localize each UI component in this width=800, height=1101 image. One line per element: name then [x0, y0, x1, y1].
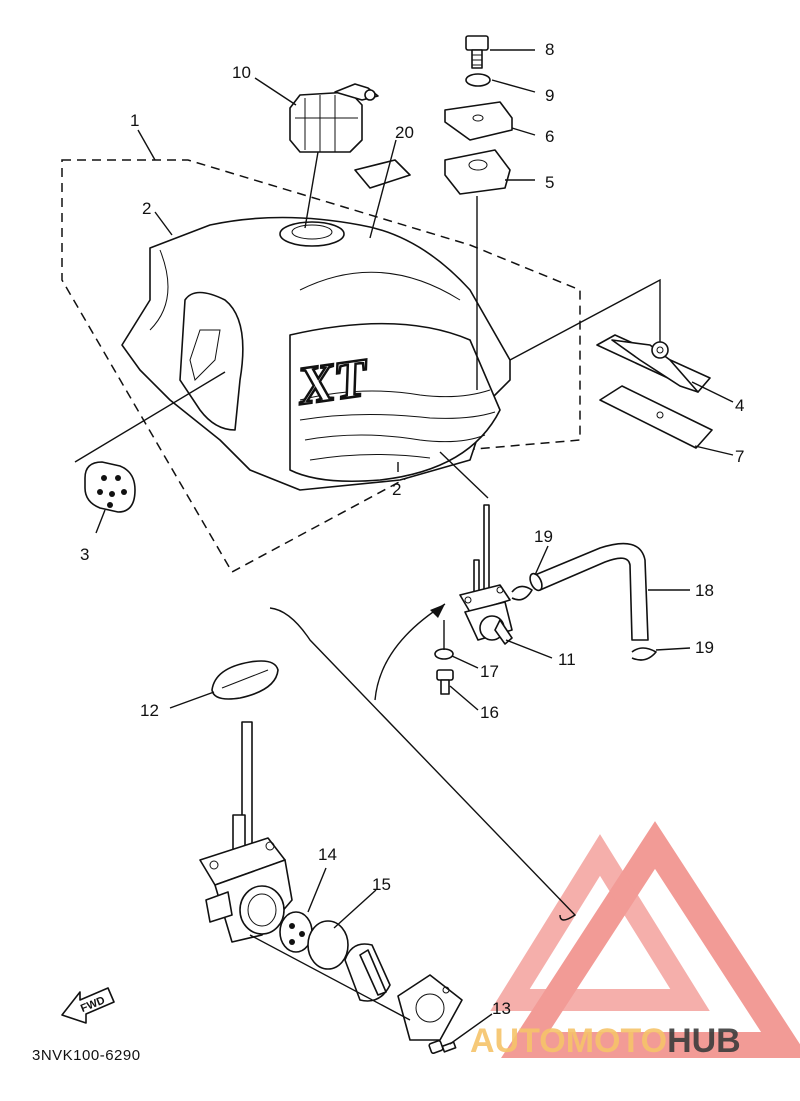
logo-part-automoto: AUTOMOTO	[470, 1022, 667, 1060]
svg-text:AUTOMOTOHUB: AUTOMOTOHUB	[470, 1022, 741, 1060]
washer-9	[465, 73, 491, 87]
fuel-tank: XT	[121, 216, 511, 491]
detail-region-outline	[269, 607, 577, 921]
screw-16	[436, 669, 454, 695]
logo-part-hub: HUB	[667, 1022, 741, 1060]
gasket-15	[307, 920, 349, 970]
automotohub-logo-text: AUTOMOTOHUB	[470, 1022, 741, 1060]
catalog-code: 3NVK100-6290	[32, 1047, 141, 1064]
callout-2-lower: 2	[392, 480, 401, 499]
callout-19-lower: 19	[695, 638, 714, 657]
damper-3	[84, 461, 136, 513]
callout-9: 9	[545, 86, 554, 105]
callout-3: 3	[80, 545, 89, 564]
callout-4: 4	[735, 396, 744, 415]
callout-6: 6	[545, 127, 554, 146]
callout-numbers: 1 2 2 3 4 5 6 7 8 9 10 11 12 13 14 15 16…	[80, 40, 744, 1018]
callout-13: 13	[492, 999, 511, 1018]
callout-15: 15	[372, 875, 391, 894]
leader-lines	[74, 49, 734, 1045]
callout-8: 8	[545, 40, 554, 59]
tank-logo-text: XT	[292, 347, 373, 417]
callout-20: 20	[395, 123, 414, 142]
callout-10: 10	[232, 63, 251, 82]
plate-7	[599, 385, 713, 449]
bolt-8	[465, 35, 489, 69]
hose-clip-lower	[631, 647, 657, 661]
screw-13	[428, 1040, 457, 1054]
cap-gasket	[354, 159, 411, 189]
cock-lever	[344, 943, 391, 1002]
callout-2-upper: 2	[142, 199, 151, 218]
fwd-arrow-icon: FWD	[61, 987, 115, 1024]
automotohub-logo-mark	[490, 821, 800, 1058]
callout-19-upper: 19	[534, 527, 553, 546]
strainer-12	[211, 660, 279, 700]
tank-assembly-dashed-outline	[61, 159, 581, 574]
fuel-cock-detail	[199, 721, 293, 943]
bracket-6	[444, 101, 513, 141]
gasket-14	[279, 911, 313, 953]
fuel-hose	[534, 542, 649, 641]
callout-5: 5	[545, 173, 554, 192]
damper-5	[444, 149, 511, 195]
callout-11: 11	[558, 650, 576, 669]
callout-18: 18	[695, 581, 714, 600]
callout-16: 16	[480, 703, 499, 722]
callout-17: 17	[480, 662, 499, 681]
washer-17	[434, 648, 454, 660]
fuel-cap	[289, 83, 379, 153]
callout-12: 12	[140, 701, 159, 720]
callout-1: 1	[130, 111, 139, 130]
callout-14: 14	[318, 845, 337, 864]
cock-cover-plate	[397, 974, 463, 1041]
fuel-cock-small	[459, 504, 513, 645]
callout-7: 7	[735, 447, 744, 466]
bracket-4	[596, 334, 711, 393]
hose-clip-upper	[511, 585, 533, 601]
